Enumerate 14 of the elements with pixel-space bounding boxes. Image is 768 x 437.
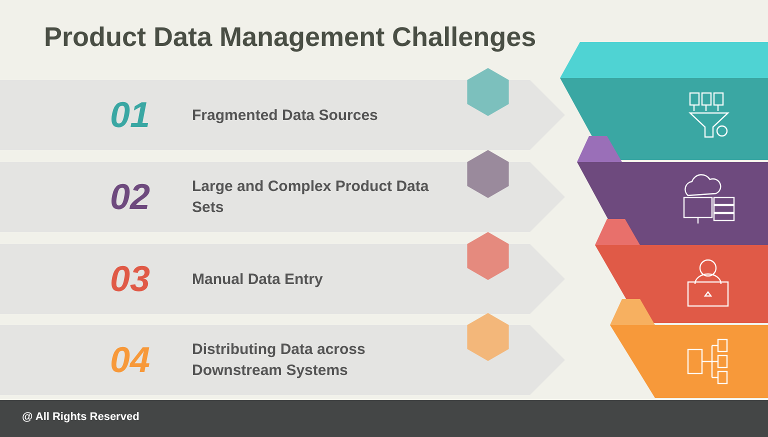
step-title: Manual Data Entry: [192, 270, 324, 290]
arrow-band: [0, 232, 566, 314]
step-title: Fragmented Data Sources: [192, 106, 379, 126]
step-number: 02: [110, 176, 150, 218]
copyright-note: @ All Rights Reserved: [22, 411, 140, 423]
arrow-band: [0, 68, 566, 150]
step-number: 04: [110, 339, 150, 381]
arrow-band: [0, 313, 566, 395]
step-title: Distributing Data across Downstream Systems: [192, 340, 366, 381]
step-title: Large and Complex Product Data Sets: [192, 177, 430, 218]
title: Product Data Management Challenges: [44, 22, 536, 53]
step-number: 01: [110, 94, 150, 136]
step-number: 03: [110, 258, 150, 300]
arrow-band: [0, 150, 566, 232]
